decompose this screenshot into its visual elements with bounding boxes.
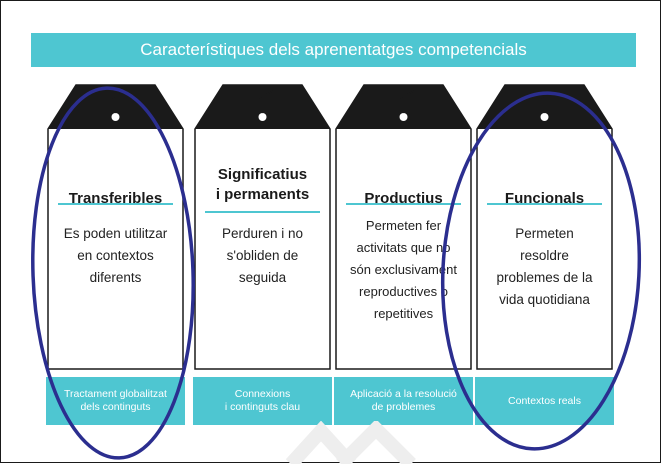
tag-description: Permeten resoldre problemes de la vida q… <box>496 226 593 307</box>
tag-transferibles: Transferibles Es poden utilitzar en cont… <box>46 83 185 371</box>
tag-divider <box>205 211 320 213</box>
title-text: Característiques dels aprenentatges comp… <box>140 40 527 59</box>
tag-divider <box>58 203 173 205</box>
watermark-shape <box>285 421 416 464</box>
tag-title: Productius <box>364 190 443 207</box>
bottom-box-2: Connexions i continguts clau <box>193 377 332 425</box>
bottom-box-3: Aplicació a la resolució de problemes <box>334 377 473 425</box>
tag-description: Es poden utilitzar en contextos diferent… <box>63 226 168 285</box>
tag-title: Significatius i permanents <box>215 166 310 203</box>
tag-divider <box>346 203 461 205</box>
bottom-box-4: Contextos reals <box>475 377 614 425</box>
tag-funcionals: Funcionals Permeten resoldre problemes d… <box>475 83 614 371</box>
tag-significatius: Significatius i permanents Perduren i no… <box>193 83 332 371</box>
tag-shape <box>194 84 331 370</box>
title-banner: Característiques dels aprenentatges comp… <box>31 33 636 67</box>
tag-title: Funcionals <box>504 190 585 207</box>
tag-description: Perduren i no s'obliden de seguida <box>221 226 304 285</box>
tag-productius: Productius Permeten fer activitats que n… <box>334 83 473 371</box>
tag-divider <box>487 203 602 205</box>
bottom-box-1: Tractament globalitzat dels continguts <box>46 377 185 425</box>
tag-title: Transferibles <box>68 190 163 207</box>
tag-description: Permeten fer activitats que no són exclu… <box>350 218 457 321</box>
